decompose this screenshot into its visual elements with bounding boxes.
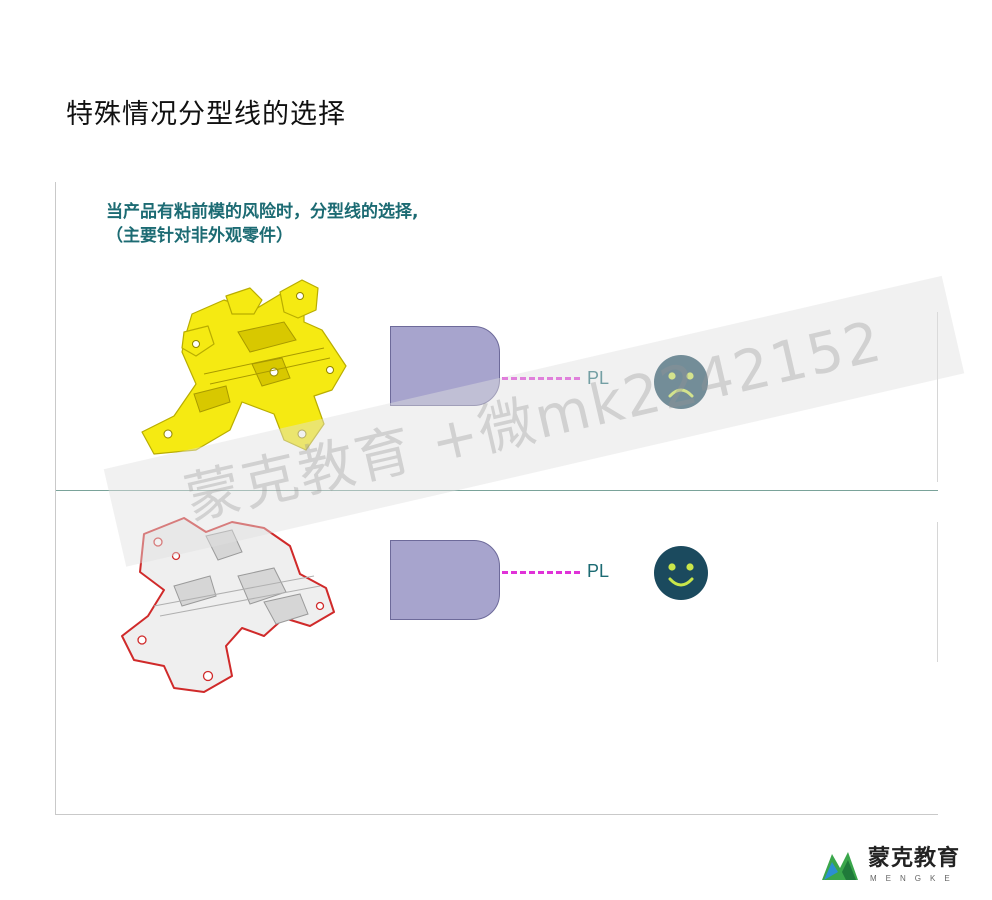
logo-subtitle: MENGKE: [870, 874, 959, 883]
heading-line-1: 当产品有粘前模的风险时，分型线的选择,: [106, 202, 419, 222]
yellow-part-image: [141, 279, 347, 455]
logo-mark-icon: [822, 852, 858, 880]
pl-label-bottom: PL: [587, 561, 610, 581]
front-mold-shape-bottom: [390, 540, 500, 620]
slide-heading: 当产品有粘前模的风险时，分型线的选择, （主要针对非外观零件）: [106, 200, 418, 248]
logo-name: 蒙克教育: [868, 846, 961, 871]
slide-panel: 当产品有粘前模的风险时，分型线的选择, （主要针对非外观零件）: [55, 182, 938, 815]
page-title: 特殊情况分型线的选择: [66, 99, 346, 130]
right-edge-bottom: [937, 522, 938, 662]
brand-logo: 蒙克教育 MENGKE: [818, 838, 968, 890]
sad-face-icon: [654, 355, 708, 409]
parting-line-top: [502, 377, 580, 380]
heading-line-2: （主要针对非外观零件）: [106, 226, 293, 246]
white-part-image: [121, 517, 335, 693]
row-divider: [56, 490, 938, 491]
right-edge-top: [937, 312, 938, 482]
happy-face-icon: [654, 546, 708, 600]
parting-line-bottom: [502, 571, 580, 574]
pl-label-top: PL: [587, 368, 610, 388]
front-mold-shape-top: [390, 326, 500, 406]
